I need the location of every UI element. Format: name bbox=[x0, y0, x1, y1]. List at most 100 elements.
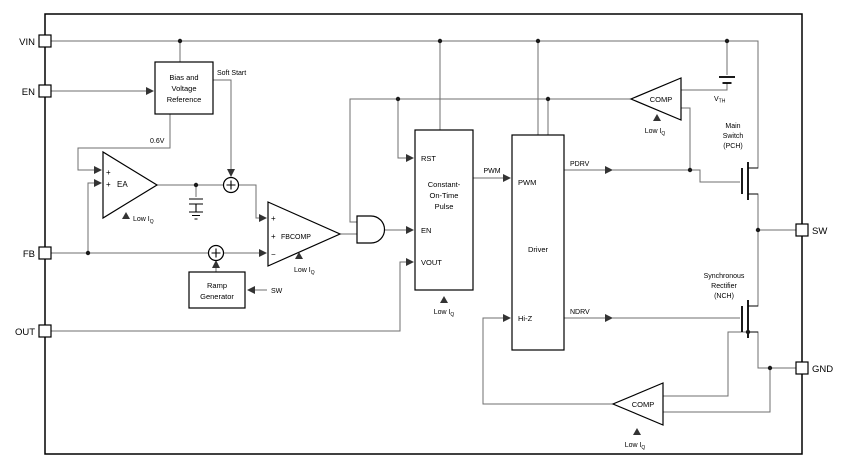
soft-start-label: Soft Start bbox=[217, 70, 246, 77]
ea-triangle bbox=[102, 150, 159, 220]
bias-label-3: Reference bbox=[167, 95, 202, 104]
fbcomp-label: FBCOMP bbox=[281, 234, 311, 241]
fbcomp-plus-2: + bbox=[271, 232, 276, 241]
junction-dot bbox=[437, 38, 443, 44]
comp-top-label: COMP bbox=[650, 95, 673, 104]
fb-to-ea-wire bbox=[87, 179, 102, 253]
pdrv-wire-b bbox=[612, 169, 740, 183]
bias-label-2: Voltage bbox=[171, 84, 196, 93]
junction-dot bbox=[85, 250, 91, 256]
sum2-plus-icon bbox=[211, 248, 221, 258]
sw-pin-label: SW bbox=[812, 226, 827, 237]
cot-low-iq-label: Low IQ bbox=[434, 309, 455, 318]
capacitor-plates bbox=[189, 198, 203, 212]
error-amplifier: + + EA Low IQ bbox=[102, 150, 159, 225]
junction-dot bbox=[755, 227, 761, 233]
junction-dot bbox=[193, 182, 199, 188]
en-pin bbox=[38, 84, 52, 98]
fb-pin bbox=[38, 246, 52, 260]
rst-wire bbox=[397, 99, 414, 162]
low-iq-arrow-icon bbox=[440, 296, 448, 303]
cot-vout-label: VOUT bbox=[421, 258, 442, 267]
comp-bottom-to-hiz bbox=[482, 314, 613, 405]
low-iq-text: Low I bbox=[434, 309, 451, 316]
ramp-generator-block: Ramp Generator SW bbox=[188, 271, 283, 309]
low-iq-text: Low I bbox=[133, 216, 150, 223]
low-iq-sub: Q bbox=[311, 270, 315, 276]
cot-en-label: EN bbox=[421, 226, 431, 235]
cot-label-1: Constant- bbox=[428, 180, 461, 189]
bias-block: Bias and Voltage Reference bbox=[154, 61, 214, 115]
sync-rect-label-3: (NCH) bbox=[714, 293, 734, 300]
ea-low-iq-label: Low IQ bbox=[133, 216, 154, 225]
junction-dot bbox=[177, 38, 183, 44]
junction-dot bbox=[724, 38, 730, 44]
and-gate-icon bbox=[356, 215, 386, 244]
sum1-to-fbcomp bbox=[238, 184, 267, 222]
junction-dots bbox=[85, 38, 773, 371]
pdrv-label: PDRV bbox=[570, 161, 590, 168]
low-iq-text: Low I bbox=[645, 128, 662, 135]
junction-dot bbox=[535, 38, 541, 44]
out-pin-label: OUT bbox=[15, 327, 35, 338]
junction-dot bbox=[395, 96, 401, 102]
gate-comparator-top: COMP Low IQ bbox=[629, 77, 682, 137]
summing-junction-2 bbox=[207, 244, 225, 262]
comp-gate-tap bbox=[681, 107, 691, 170]
cot-box bbox=[414, 129, 474, 291]
soft-start-wire bbox=[213, 79, 235, 177]
driver-pwm-label: PWM bbox=[518, 178, 536, 187]
main-switch-label-1: Main bbox=[725, 123, 740, 130]
sw-pin bbox=[795, 223, 809, 237]
comp-bottom-input2 bbox=[663, 368, 771, 413]
ndrv-label: NDRV bbox=[570, 309, 590, 316]
gnd-pin-label: GND bbox=[812, 364, 833, 375]
fbcomp-comparator: + + FBCOMP − Low IQ bbox=[267, 201, 342, 276]
low-iq-arrow-icon bbox=[122, 212, 130, 219]
pins: VIN EN FB OUT SW GND bbox=[15, 34, 833, 375]
bias-label-1: Bias and bbox=[169, 73, 198, 82]
driver-block: PWM Driver Hi-Z bbox=[511, 134, 565, 351]
driver-label: Driver bbox=[528, 245, 549, 254]
zero-cross-comparator-bottom: COMP Low IQ bbox=[611, 382, 664, 451]
comp-top-triangle bbox=[629, 77, 682, 121]
vin-pin bbox=[38, 34, 52, 48]
main-switch-label-3: (PCH) bbox=[723, 143, 742, 150]
cot-rst-label: RST bbox=[421, 154, 436, 163]
low-iq-sub: Q bbox=[450, 312, 454, 318]
ground-icon bbox=[189, 211, 203, 220]
sync-rect-label-1: Synchronous bbox=[704, 273, 745, 280]
vref-label: 0.6V bbox=[150, 138, 165, 145]
comp-bottom-triangle bbox=[611, 382, 664, 426]
junction-dot bbox=[745, 329, 751, 335]
junction-dot bbox=[687, 167, 693, 173]
nmos-terminals bbox=[748, 305, 758, 333]
pwm-wire-label: PWM bbox=[483, 168, 500, 175]
vth-text: V bbox=[714, 96, 719, 103]
cot-label-2: On-Time bbox=[430, 191, 459, 200]
comp-bottom-label: COMP bbox=[632, 400, 655, 409]
driver-box bbox=[511, 134, 565, 351]
sum1-plus-icon bbox=[226, 180, 236, 190]
pmos-to-nmos-rail bbox=[748, 193, 759, 307]
driver-hiz-label: Hi-Z bbox=[518, 314, 533, 323]
fbcomp-plus-1: + bbox=[271, 214, 276, 223]
low-iq-sub: Q bbox=[150, 219, 154, 225]
fbcomp-low-iq-label: Low IQ bbox=[294, 267, 315, 276]
low-iq-arrow-icon bbox=[633, 428, 641, 435]
gnd-pin bbox=[795, 361, 809, 375]
comp-bottom-low-iq-label: Low IQ bbox=[625, 442, 646, 451]
out-pin bbox=[38, 324, 52, 338]
main-switch-label-2: Switch bbox=[723, 133, 744, 140]
fb-pin-label: FB bbox=[23, 249, 35, 260]
fbcomp-triangle bbox=[267, 201, 342, 267]
out-to-vout bbox=[51, 258, 414, 332]
junction-dot bbox=[767, 365, 773, 371]
low-iq-sub: Q bbox=[661, 131, 665, 137]
cot-block: RST Constant- On-Time Pulse EN VOUT Low … bbox=[414, 129, 474, 318]
sync-rect-label-2: Rectifier bbox=[711, 283, 737, 290]
low-iq-sub: Q bbox=[641, 445, 645, 451]
comp-top-output bbox=[349, 98, 631, 223]
comp-top-low-iq-label: Low IQ bbox=[645, 128, 666, 137]
